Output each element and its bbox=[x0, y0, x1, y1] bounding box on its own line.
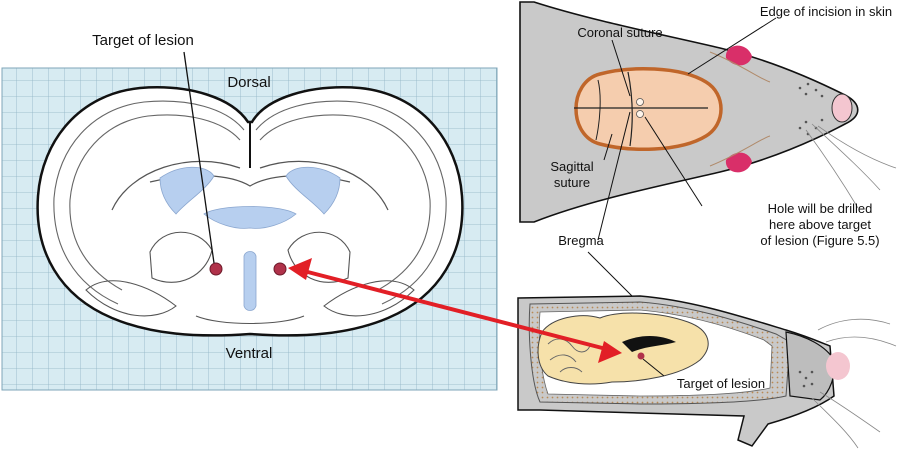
bregma-label: Bregma bbox=[558, 233, 604, 248]
hole-leader bbox=[644, 116, 703, 207]
hole-label-line1: Hole will be drilled bbox=[768, 201, 873, 216]
sagittal-lesion-target bbox=[637, 352, 645, 360]
sagittal-head-panel: Target of lesion bbox=[517, 251, 897, 449]
cerebellum-folds bbox=[547, 338, 591, 373]
edge-incision-label: Edge of incision in skin bbox=[760, 4, 892, 19]
skin-fold-top bbox=[709, 51, 771, 83]
ventral-label: Ventral bbox=[226, 345, 273, 362]
lesion-target-right bbox=[273, 262, 287, 276]
correspondence-arrow bbox=[288, 258, 622, 363]
coronal-suture bbox=[627, 71, 633, 147]
nose bbox=[831, 93, 853, 123]
thalamus-right bbox=[287, 231, 351, 283]
sagittal-ventricle bbox=[622, 336, 676, 352]
bregma-to-skull-leader bbox=[587, 251, 635, 299]
edge-leader bbox=[687, 17, 777, 75]
sagittal-brain bbox=[537, 312, 709, 385]
hippocampus-left bbox=[111, 160, 241, 211]
lower-structure-left bbox=[85, 280, 177, 317]
third-ventricle-stem bbox=[243, 251, 257, 311]
ear-top bbox=[725, 45, 752, 66]
arrowhead-right bbox=[598, 341, 622, 363]
hole-label-line3: of lesion (Figure 5.5) bbox=[760, 233, 879, 248]
snout-nose bbox=[826, 352, 850, 380]
snout-whiskers bbox=[811, 318, 897, 449]
target-label-coronal: Target of lesion bbox=[92, 32, 194, 49]
arrowhead-left bbox=[288, 258, 312, 280]
coronal-suture-label: Coronal suture bbox=[577, 25, 662, 40]
base-contour bbox=[195, 315, 305, 324]
cortex-layer-left-2 bbox=[69, 114, 241, 291]
drill-hole-lower bbox=[636, 110, 644, 118]
cortex-layer-right bbox=[255, 100, 447, 305]
drill-hole-upper bbox=[636, 98, 644, 106]
target-label-sagittal: Target of lesion bbox=[677, 376, 765, 391]
coronal-section-panel: Target of lesion Dorsal Ventral bbox=[1, 32, 498, 391]
lateral-ventricle-right bbox=[285, 166, 341, 215]
hippocampus-right bbox=[259, 160, 389, 211]
cortex-layer-right-2 bbox=[259, 114, 431, 291]
target-leader-line bbox=[183, 51, 215, 264]
lesion-target-left bbox=[209, 262, 223, 276]
skin-fold-bottom bbox=[709, 135, 771, 167]
lateral-ventricle-left bbox=[159, 166, 215, 215]
sagittal-label-line2: suture bbox=[554, 175, 590, 190]
ear-bottom bbox=[725, 152, 752, 173]
skull-exposure bbox=[574, 67, 723, 151]
snout-whisker-dots bbox=[798, 370, 814, 388]
bregma-leader bbox=[597, 111, 631, 241]
sagittal-label-line1: Sagittal bbox=[550, 159, 593, 174]
skull-top-view-panel: Edge of incision in skin Coronal suture … bbox=[519, 1, 897, 248]
sagittal-leader bbox=[603, 133, 613, 161]
coronal-leader bbox=[611, 39, 631, 97]
lower-structure-right bbox=[323, 280, 415, 317]
whisker-pad-top bbox=[798, 82, 824, 98]
minor-suture bbox=[595, 79, 601, 141]
sagittal-target-leader bbox=[642, 358, 665, 377]
third-ventricle-top bbox=[203, 206, 297, 229]
whiskers bbox=[805, 123, 897, 209]
cortex-layer-left bbox=[53, 100, 245, 305]
hole-label-line2: here above target bbox=[769, 217, 871, 232]
dorsal-label: Dorsal bbox=[227, 74, 270, 91]
